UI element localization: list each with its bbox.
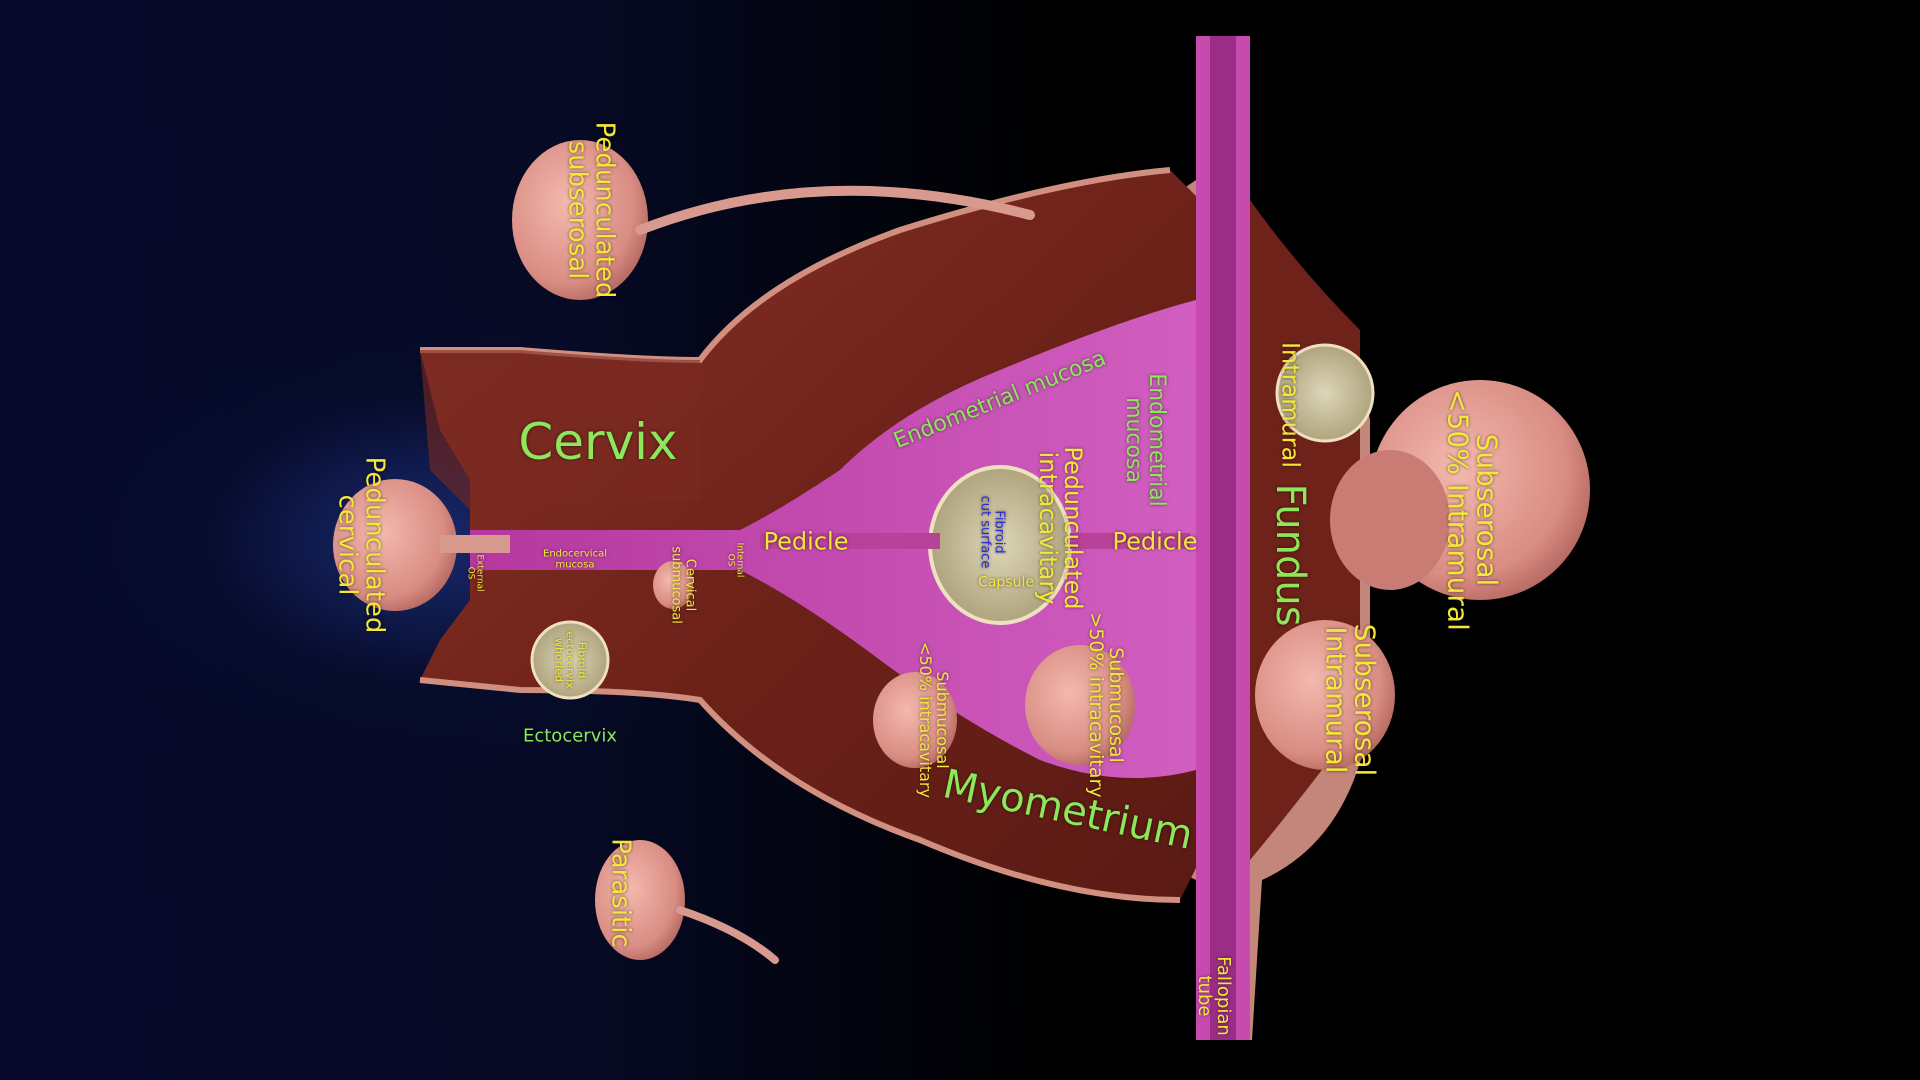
label-ectocervix: Ectocervix xyxy=(522,725,618,747)
label-subserosal-intramural: Subserosal Intramural xyxy=(1319,623,1382,777)
fibroid-parasitic xyxy=(595,840,685,960)
label-fundus: Fundus xyxy=(1267,483,1313,627)
fibroid-pedunculated-cervical xyxy=(333,479,457,611)
fibroid-submucosal-lt50 xyxy=(873,672,957,768)
label-fibroid-ectocervix-whorled: Fibroid ectocervix whorled xyxy=(552,631,589,689)
label-pedunculated-subserosal: Pedunculated subserosal xyxy=(562,121,620,299)
label-parasitic: Parasitic xyxy=(605,838,636,948)
label-capsule: Capsule xyxy=(978,574,1034,591)
fibroid-intramural-cut xyxy=(1275,343,1375,443)
cervix-upper xyxy=(420,350,700,510)
label-endocervical-mucosa: Endocervical mucosa xyxy=(543,548,607,570)
fibroid-subserosal-intramural xyxy=(1255,620,1395,770)
label-internal-os: Internal OS xyxy=(725,542,745,578)
label-fallopian-tube: Fallopian tube xyxy=(1194,956,1234,1036)
label-subserosal-lt50-intramural: Subserosal <50% Intramural xyxy=(1441,389,1504,631)
label-intramural: Intramural xyxy=(1276,341,1305,469)
fibroid-cervical-submucosal xyxy=(653,561,693,609)
label-cervical-submucosal: Cervical submucosal xyxy=(669,546,698,624)
label-pedunculated-intracavitary: Pedunculated intracavitary xyxy=(1034,446,1088,610)
fibroid-pedunculated-subserosal xyxy=(512,140,648,300)
fibroid-ectocervix xyxy=(530,620,610,700)
label-pedicle-right: Pedicle xyxy=(1112,527,1198,556)
label-submucosal-gt50: Submucosal >50% intracavitary xyxy=(1085,612,1127,798)
label-endometrial-mucosa-vertical: Endometrial mucosa xyxy=(1121,373,1170,507)
label-external-os: External OS xyxy=(465,554,485,592)
label-fibroid-cut-surface: Fibroid cut surface xyxy=(978,495,1007,569)
label-cervix: Cervix xyxy=(518,412,678,471)
fibroid-submucosal-gt50 xyxy=(1025,645,1135,765)
label-pedunculated-cervical: Pedunculated cervical xyxy=(332,456,390,634)
label-pedicle-left: Pedicle xyxy=(763,527,849,556)
